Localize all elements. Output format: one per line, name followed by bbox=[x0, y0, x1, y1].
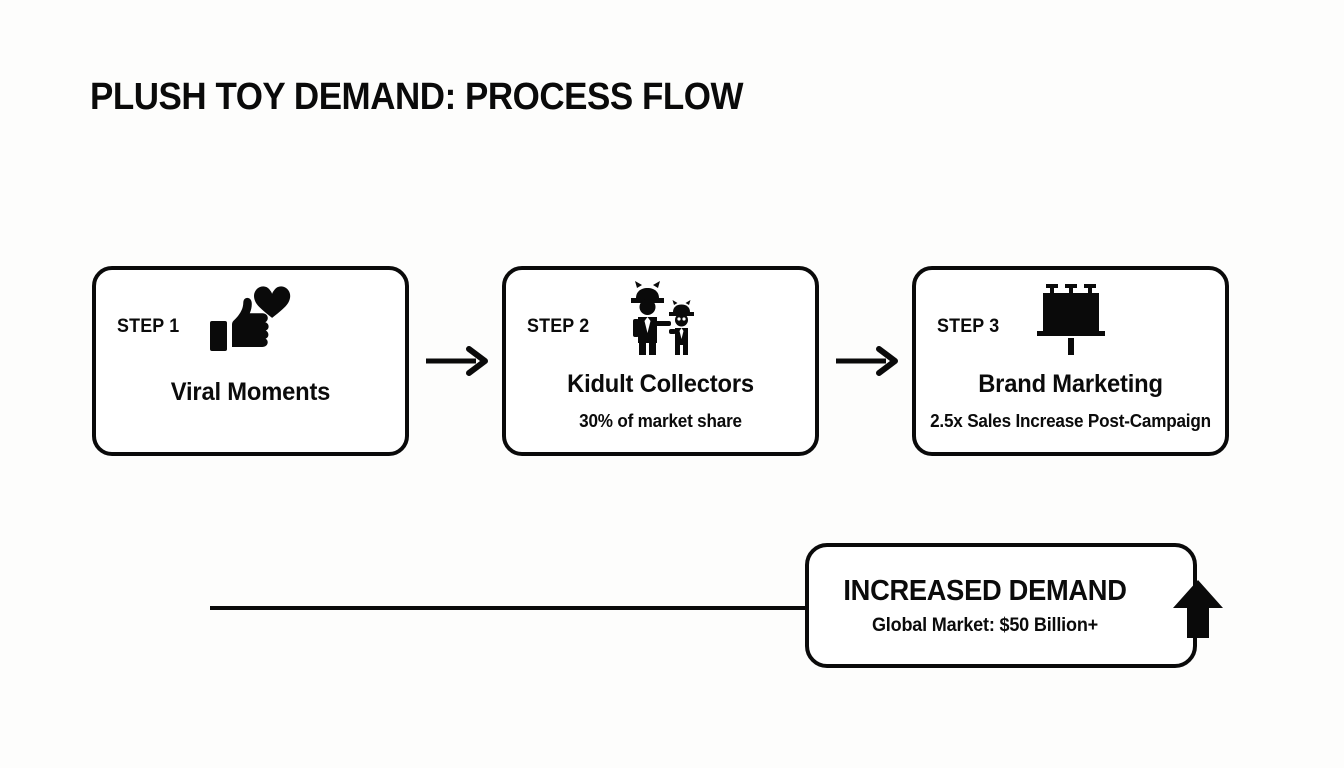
step-1-title: Viral Moments bbox=[170, 378, 331, 406]
adult-and-child-icon bbox=[609, 280, 713, 356]
page-title: PLUSH TOY DEMAND: PROCESS FLOW bbox=[90, 76, 744, 118]
step-3-label: STEP 3 bbox=[937, 316, 1000, 337]
result-connector-line bbox=[210, 606, 810, 610]
step-3-title: Brand Marketing bbox=[978, 370, 1163, 398]
step-1-label: STEP 1 bbox=[117, 316, 180, 337]
arrow-right-icon-2 bbox=[834, 341, 904, 381]
result-title: INCREASED DEMAND bbox=[843, 575, 1127, 607]
step-card-3: STEP 3 Bran bbox=[912, 266, 1229, 456]
step-2-title: Kidult Collectors bbox=[567, 370, 754, 398]
step-2-label: STEP 2 bbox=[527, 316, 590, 337]
step-card-2: STEP 2 bbox=[502, 266, 819, 456]
result-box: INCREASED DEMAND Global Market: $50 Bill… bbox=[805, 543, 1197, 668]
step-2-subtitle: 30% of market share bbox=[579, 411, 742, 431]
thumbs-up-heart-icon bbox=[199, 280, 303, 356]
step-card-1: STEP 1 Viral Moments bbox=[92, 266, 409, 456]
step-3-subtitle: 2.5x Sales Increase Post-Campaign bbox=[930, 411, 1211, 431]
arrow-right-icon-1 bbox=[424, 341, 494, 381]
result-subtitle: Global Market: $50 Billion+ bbox=[871, 615, 1099, 636]
billboard-icon bbox=[1019, 280, 1123, 356]
arrow-up-icon bbox=[1171, 578, 1225, 640]
